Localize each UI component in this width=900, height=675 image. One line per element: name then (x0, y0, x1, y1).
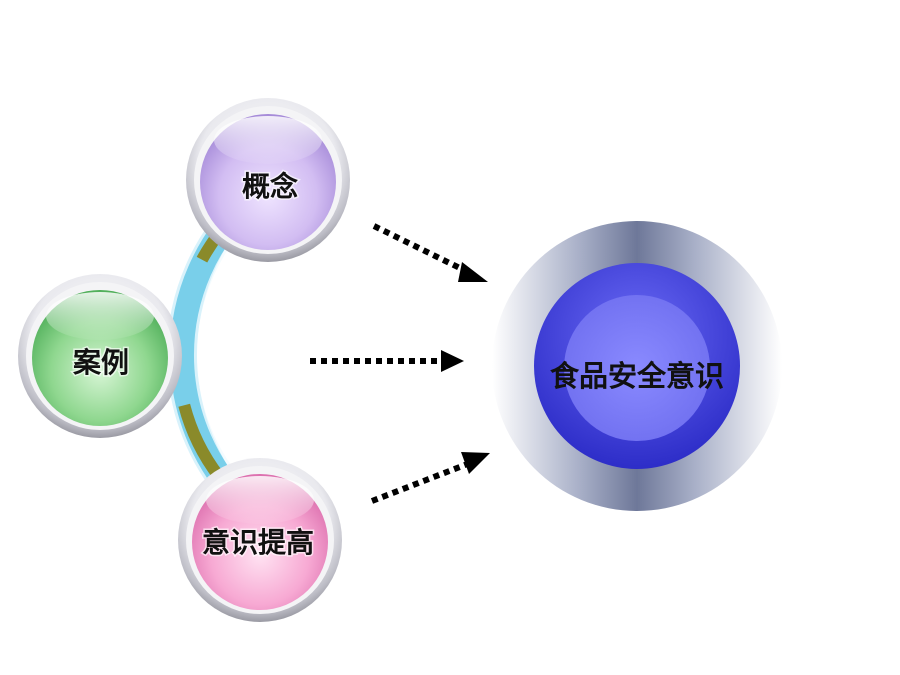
target-circle[interactable]: 食品安全意识 (492, 221, 782, 511)
target-label: 食品安全意识 (550, 359, 724, 393)
node-concept[interactable]: 概念 (186, 98, 350, 262)
arrowhead-bottom (461, 452, 490, 474)
target-inner-disc (564, 295, 710, 441)
arrowhead-middle (441, 350, 464, 372)
arrowhead-top (458, 262, 488, 282)
node-case-label: 案例 (73, 346, 129, 379)
node-awareness-raise-label: 意识提高 (202, 526, 314, 559)
arrow-awareness-to-target (370, 460, 472, 504)
arrows (310, 223, 490, 504)
arrow-concept-to-target (372, 223, 474, 277)
node-concept-label: 概念 (242, 170, 298, 203)
node-case[interactable]: 案例 (18, 274, 182, 438)
node-awareness-raise[interactable]: 意识提高 (178, 458, 342, 622)
